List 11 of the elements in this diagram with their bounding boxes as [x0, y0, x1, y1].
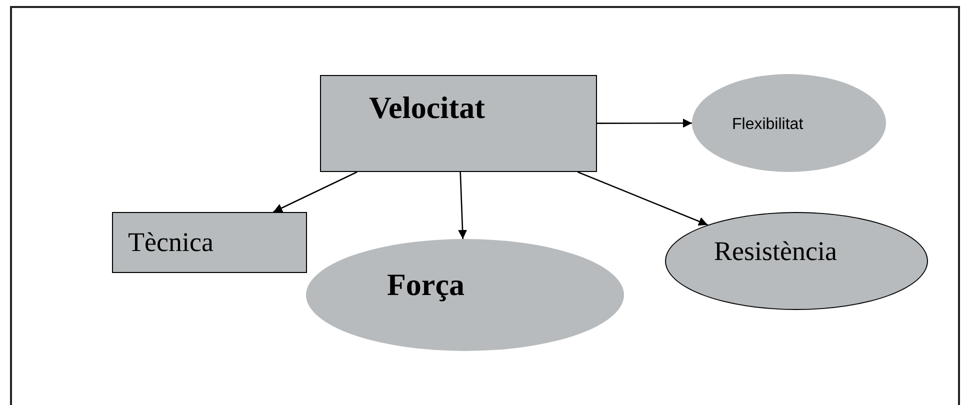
arrow — [577, 171, 708, 226]
node-label: Resistència — [714, 238, 837, 265]
node-label: Velocitat — [369, 92, 485, 123]
arrow — [597, 118, 692, 128]
arrow — [273, 171, 358, 213]
node-label: Tècnica — [128, 229, 214, 256]
node-label: Força — [387, 269, 464, 300]
node-label: Flexibilitat — [732, 117, 804, 133]
process-box — [112, 212, 307, 273]
arrow — [458, 172, 468, 240]
process-box — [320, 75, 597, 172]
